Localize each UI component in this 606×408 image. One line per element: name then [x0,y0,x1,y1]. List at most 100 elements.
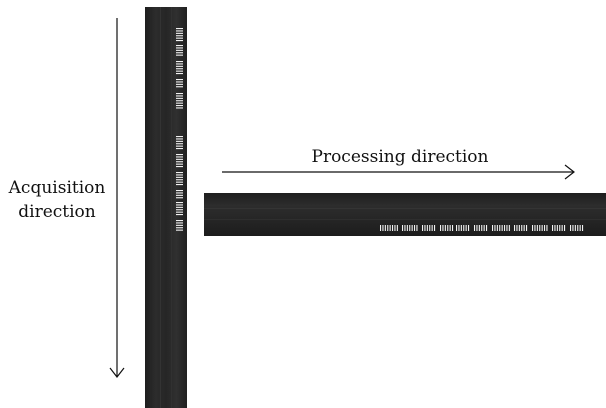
tick-mark [176,172,183,174]
tick-mark [176,61,183,63]
tick-mark [176,63,183,65]
tick-mark [176,192,183,194]
tick-mark [499,225,501,231]
tick-mark [176,100,183,102]
tick-mark [541,225,543,231]
tick-mark [506,225,508,231]
tick-mark [518,225,520,231]
tick-mark [534,225,536,231]
tick-mark [176,65,183,67]
tick-mark [554,225,556,231]
tick-mark [449,225,451,231]
tick-mark [483,225,485,231]
tick-mark [516,225,518,231]
tick-mark [176,73,183,75]
tick-mark [463,225,465,231]
tick-mark [176,197,183,199]
arrow-down-icon [109,18,125,378]
tick-mark [559,225,561,231]
tick-mark [176,161,183,163]
tick-mark [176,204,183,206]
tick-mark [176,28,183,30]
tick-mark [176,227,183,229]
tick-mark [422,225,424,231]
tick-mark [176,47,183,49]
tick-mark [176,140,183,142]
tick-mark [176,93,183,95]
tick-mark [176,86,183,88]
tick-mark [458,225,460,231]
horizontal-scan-strip [204,193,606,236]
arrow-right-icon [222,164,575,180]
vertical-scan-strip [145,7,187,408]
tick-mark [176,54,183,56]
tick-mark [176,166,183,168]
tick-mark [176,220,183,222]
tick-mark [579,225,581,231]
tick-mark [514,225,516,231]
tick-mark [440,225,442,231]
tick-mark [556,225,558,231]
tick-mark [176,202,183,204]
tick-mark [176,49,183,51]
tick-mark [176,37,183,39]
tick-mark [380,225,382,231]
tick-mark [176,209,183,211]
tick-mark [176,83,183,85]
tick-mark [431,225,433,231]
tick-mark [176,176,183,178]
tick-mark [176,79,183,81]
tick-mark [176,206,183,208]
tick-mark [396,225,398,231]
tick-mark [176,68,183,70]
tick-mark [176,102,183,104]
tick-mark [546,225,548,231]
tick-mark [481,225,483,231]
tick-mark [176,184,183,186]
tick-mark [434,225,436,231]
tick-mark [564,225,566,231]
tick-mark [572,225,574,231]
tick-mark [176,229,183,231]
tick-mark [452,225,454,231]
acquisition-label-line2: direction [18,202,96,222]
tick-mark [424,225,426,231]
tick-mark [176,107,183,109]
tick-mark [411,225,413,231]
tick-mark [176,105,183,107]
tick-mark [521,225,523,231]
tick-mark [404,225,406,231]
tick-mark [176,190,183,192]
tick-mark [494,225,496,231]
tick-mark [456,225,458,231]
tick-mark [406,225,408,231]
tick-mark [577,225,579,231]
tick-mark [176,143,183,145]
tick-mark [176,145,183,147]
tick-mark [176,32,183,34]
tick-mark [526,225,528,231]
tick-mark [426,225,428,231]
tick-mark [574,225,576,231]
processing-direction-label: Processing direction [311,147,489,167]
tick-mark [176,136,183,138]
tick-mark [508,225,510,231]
tick-mark [429,225,431,231]
tick-mark [492,225,494,231]
tick-mark [539,225,541,231]
tick-mark [552,225,554,231]
tick-mark [409,225,411,231]
tick-mark [416,225,418,231]
tick-mark [544,225,546,231]
tick-mark [476,225,478,231]
tick-mark [176,148,183,150]
tick-mark [478,225,480,231]
tick-mark [176,52,183,54]
tick-mark [382,225,384,231]
tick-mark [176,154,183,156]
tick-mark [176,174,183,176]
tick-mark [402,225,404,231]
tick-mark [570,225,572,231]
tick-mark [468,225,470,231]
